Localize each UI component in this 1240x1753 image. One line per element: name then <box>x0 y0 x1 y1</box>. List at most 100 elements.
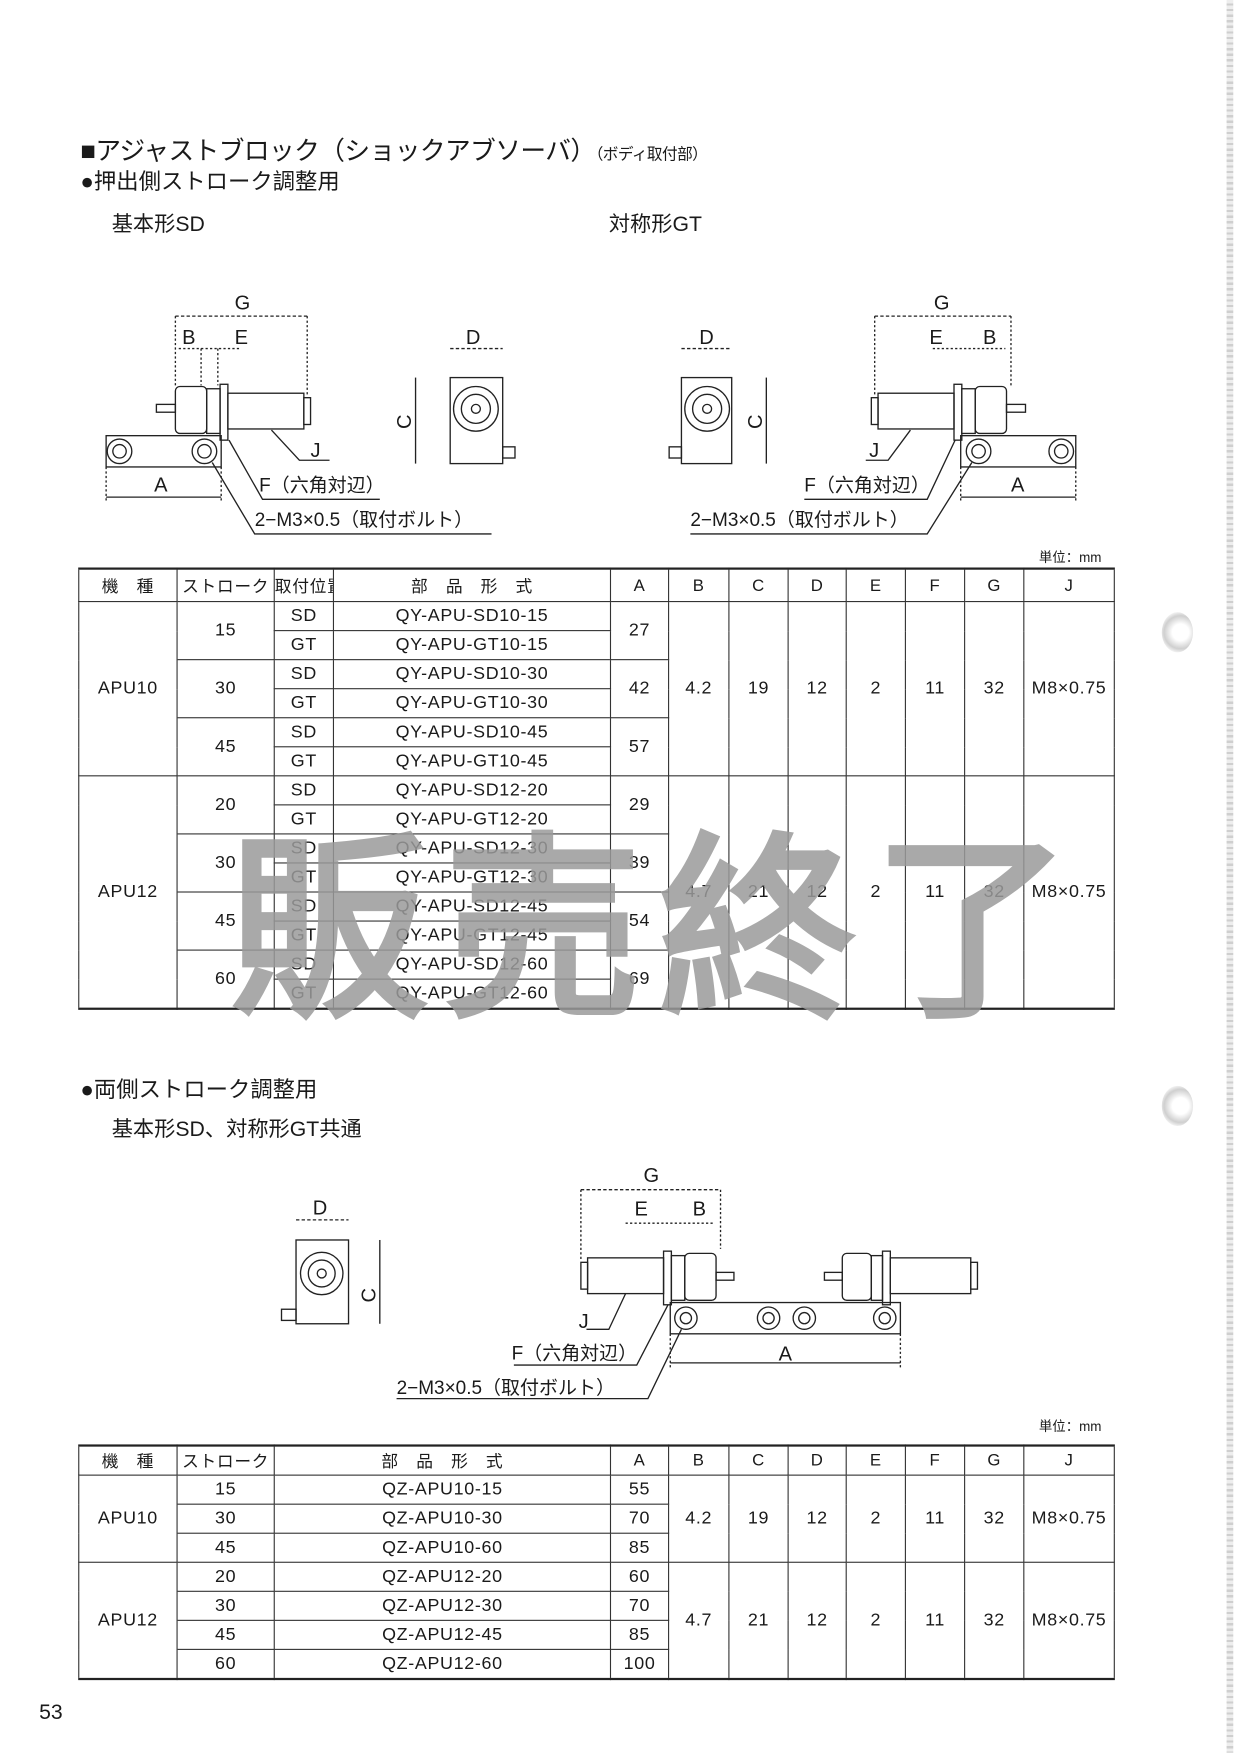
part-number-cell: QY-APU-SD10-45 <box>332 717 612 748</box>
dim-label-c: C <box>745 414 767 429</box>
stroke-cell: 60 <box>176 1648 275 1680</box>
bolt-label: 2−M3×0.5（取付ボルト） <box>255 509 473 531</box>
mount-position-cell: GT <box>273 978 335 1010</box>
model-cell: APU12 <box>78 775 178 1010</box>
hex-flat-label: F（六角対辺） <box>804 475 930 497</box>
page-number: 53 <box>39 1701 63 1725</box>
column-header: 取付位置 <box>273 568 335 603</box>
part-number-cell: QY-APU-SD12-45 <box>332 891 612 922</box>
dim-label-j: J <box>579 1311 589 1333</box>
stroke-cell: 30 <box>176 1503 275 1534</box>
mount-position-cell: GT <box>273 862 335 893</box>
bolt-label: 2−M3×0.5（取付ボルト） <box>690 509 908 531</box>
diagram-sd-side: G B E A J F（六角対辺） 2−M3×0.5（取付ボルト） <box>105 292 492 535</box>
dim-label-d: D <box>313 1197 328 1219</box>
stroke-cell: 20 <box>176 1561 275 1592</box>
dim-a-cell: 55 <box>609 1474 670 1505</box>
part-number-cell: QY-APU-GT10-45 <box>332 746 612 777</box>
part-number-cell: QZ-APU10-30 <box>273 1503 612 1534</box>
mount-position-cell: GT <box>273 804 335 835</box>
dim-label-d: D <box>699 327 714 349</box>
dim-j-cell: M8×0.75 <box>1023 600 1115 777</box>
diagram-gt-end: D C <box>668 327 768 465</box>
column-header: J <box>1023 568 1115 603</box>
dim-a-cell: 27 <box>609 600 670 661</box>
column-header: A <box>609 1444 670 1476</box>
part-number-cell: QY-APU-SD12-20 <box>332 775 612 806</box>
stroke-cell: 20 <box>176 775 275 835</box>
mount-position-cell: SD <box>273 659 335 690</box>
dim-d-cell: 12 <box>787 1561 847 1680</box>
dim-e-cell: 2 <box>845 1561 906 1680</box>
dim-label-b: B <box>182 327 195 349</box>
dim-g-cell: 32 <box>964 1474 1025 1563</box>
mount-position-cell: SD <box>273 600 335 632</box>
dim-a-cell: 60 <box>609 1561 670 1592</box>
dim-e-cell: 2 <box>845 600 906 777</box>
dim-a-cell: 57 <box>609 717 670 777</box>
dim-label-b: B <box>983 327 996 349</box>
hex-flat-label: F（六角対辺） <box>512 1343 638 1365</box>
column-header: C <box>728 568 789 603</box>
column-header: G <box>964 1444 1025 1476</box>
stroke-cell: 15 <box>176 1474 275 1505</box>
part-number-cell: QY-APU-GT12-45 <box>332 920 612 951</box>
dim-b-cell: 4.2 <box>668 600 730 777</box>
dim-f-cell: 11 <box>904 1474 966 1563</box>
title-sub: （ボディ取付部） <box>595 145 708 164</box>
mount-position-cell: SD <box>273 717 335 748</box>
dim-a-cell: 39 <box>609 833 670 893</box>
diagram-both-side: G E B A J F（六角対辺） 2−M3×0.5（取付ボルト） <box>397 1165 979 1400</box>
stroke-cell: 45 <box>176 717 275 777</box>
dim-f-cell: 11 <box>904 775 966 1010</box>
punch-hole <box>1161 1085 1194 1127</box>
dim-g-cell: 32 <box>964 775 1025 1010</box>
mount-position-cell: GT <box>273 920 335 951</box>
column-header: 機 種 <box>78 568 178 603</box>
column-header: E <box>845 1444 906 1476</box>
column-header: F <box>904 1444 966 1476</box>
dim-a-cell: 42 <box>609 659 670 719</box>
dim-a-cell: 54 <box>609 891 670 951</box>
dim-label-c: C <box>394 414 416 429</box>
hex-flat-label: F（六角対辺） <box>259 475 385 497</box>
dim-c-cell: 19 <box>728 600 789 777</box>
part-number-cell: QY-APU-GT12-20 <box>332 804 612 835</box>
column-header: G <box>964 568 1025 603</box>
mount-position-cell: SD <box>273 775 335 806</box>
part-number-cell: QY-APU-SD12-30 <box>332 833 612 864</box>
part-number-cell: QZ-APU12-30 <box>273 1590 612 1621</box>
dim-c-cell: 21 <box>728 1561 789 1680</box>
section2-subheading: 基本形SD、対称形GT共通 <box>111 1118 362 1142</box>
unit-label: 単位：mm <box>1038 1418 1102 1435</box>
spec-table-push-side: 機 種ストローク取付位置部 品 形 式ABCDEFGJAPU1015SDQY-A… <box>78 567 1115 1010</box>
dim-c-cell: 21 <box>728 775 789 1010</box>
stroke-cell: 45 <box>176 1619 275 1650</box>
stroke-cell: 45 <box>176 891 275 951</box>
column-header: C <box>728 1444 789 1476</box>
dim-label-a: A <box>1011 475 1025 497</box>
part-number-cell: QY-APU-GT12-30 <box>332 862 612 893</box>
mount-position-cell: SD <box>273 833 335 864</box>
stroke-cell: 15 <box>176 600 275 661</box>
model-cell: APU10 <box>78 600 178 777</box>
page-title: ■アジャストブロック（ショックアブソーバ）（ボディ取付部） <box>80 130 707 168</box>
column-header: F <box>904 568 966 603</box>
dim-d-cell: 12 <box>787 600 847 777</box>
dim-j-cell: M8×0.75 <box>1023 1474 1115 1563</box>
bolt-label: 2−M3×0.5（取付ボルト） <box>397 1377 615 1399</box>
dim-label-j: J <box>311 440 321 462</box>
section2-heading: ●両側ストローク調整用 <box>80 1078 318 1103</box>
dim-g-cell: 32 <box>964 1561 1025 1680</box>
